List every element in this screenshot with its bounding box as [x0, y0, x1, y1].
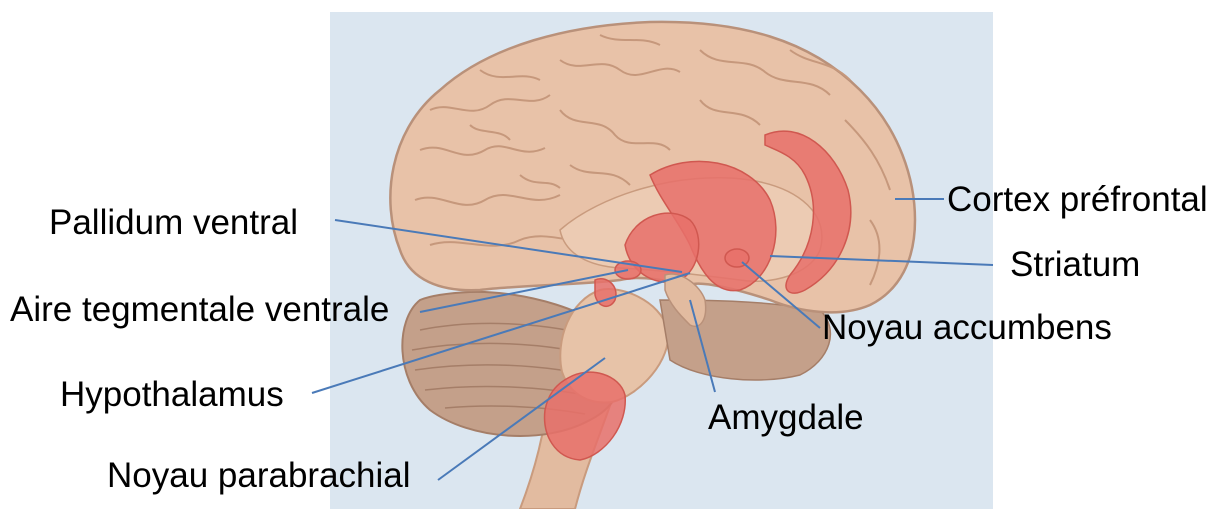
- label-striatum: Striatum: [1010, 245, 1140, 285]
- label-noyau-parabrachial: Noyau parabrachial: [107, 456, 411, 496]
- label-pallidum-ventral: Pallidum ventral: [49, 203, 298, 243]
- label-cortex-prefrontal: Cortex préfrontal: [947, 180, 1208, 220]
- label-amygdale: Amygdale: [708, 398, 864, 438]
- label-noyau-accumbens: Noyau accumbens: [822, 308, 1112, 348]
- label-aire-tegmentale-ventrale: Aire tegmentale ventrale: [10, 290, 389, 330]
- label-hypothalamus: Hypothalamus: [60, 375, 284, 415]
